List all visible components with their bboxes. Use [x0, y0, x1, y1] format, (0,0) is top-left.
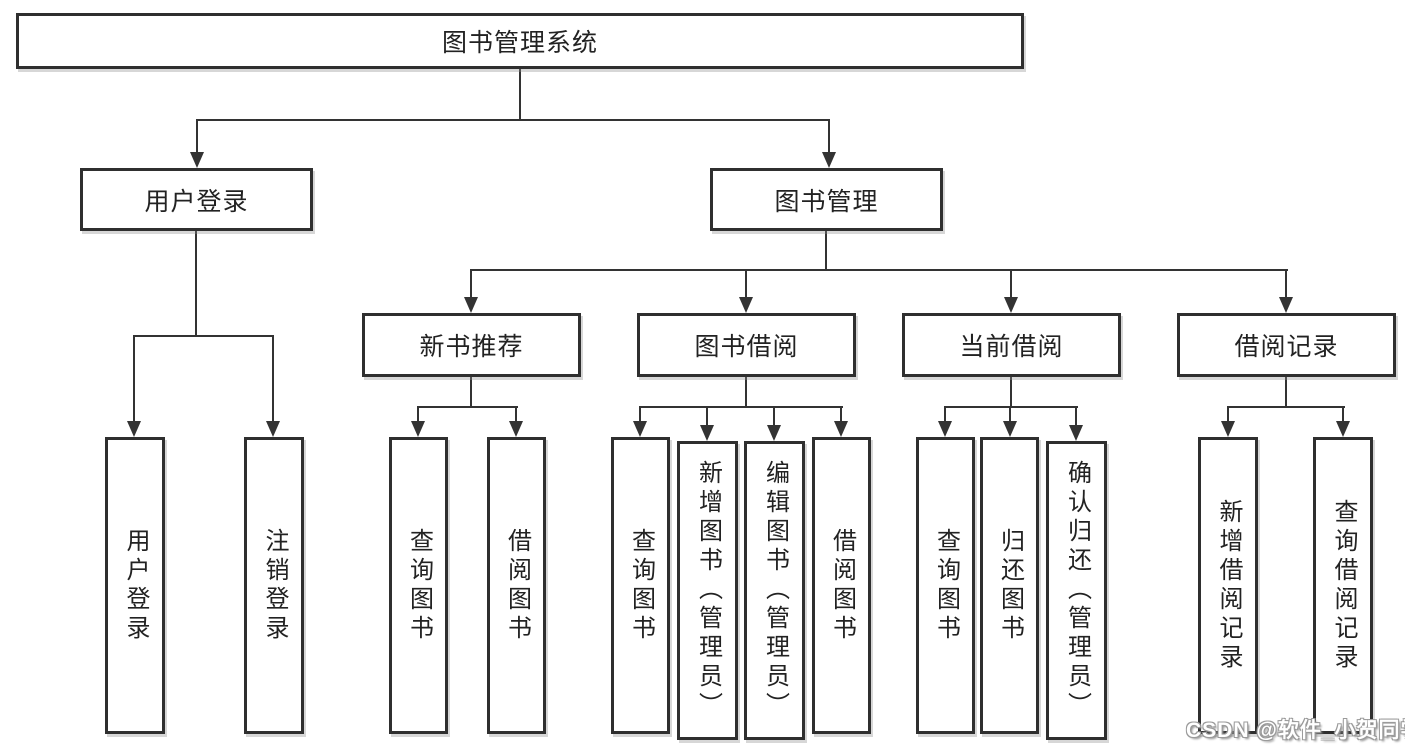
arrow-down-icon [834, 421, 848, 437]
arrow-down-icon [1336, 421, 1350, 437]
connector-cb-stem [1010, 377, 1012, 408]
arrow-down-icon [739, 297, 753, 313]
node-label: 图书管理系统 [441, 29, 598, 57]
connector-drop-book-borrow [745, 269, 747, 301]
node-label: 查询图书 [405, 527, 433, 644]
arrow-down-icon [1003, 421, 1017, 437]
leaf-rec-borrow-book: 借阅图书 [487, 437, 546, 734]
node-label: 查询图书 [627, 527, 655, 644]
arrow-down-icon [1221, 421, 1235, 437]
connector-drop-rec-borrow [515, 406, 517, 425]
arrow-down-icon [938, 421, 952, 437]
connector-userlogin-hline [133, 335, 274, 337]
node-label: 新增借阅记录 [1215, 498, 1242, 673]
arrow-down-icon [1069, 425, 1083, 441]
connector-userlogin-stem [195, 231, 197, 337]
node-label: 借阅图书 [828, 527, 856, 644]
connector-drop-logout [272, 335, 274, 425]
connector-drop-cb-confirm [1075, 406, 1077, 429]
connector-drop-bb-query [639, 406, 641, 425]
node-label: 查询借阅记录 [1330, 498, 1357, 673]
connector-bookmgmt-stem [825, 231, 827, 271]
node-label: 新书推荐 [419, 333, 524, 361]
node-label: 图书借阅 [694, 333, 799, 361]
node-current-borrow: 当前借阅 [902, 313, 1121, 377]
connector-br-hline [1227, 406, 1345, 408]
node-label: 注销登录 [261, 527, 288, 644]
leaf-cb-confirm-return-admin: 确认归还（管理员） [1046, 441, 1107, 740]
connector-drop-bb-add [706, 406, 708, 429]
connector-drop-user-login-group [196, 119, 198, 155]
connector-drop-borrow-record [1285, 269, 1287, 301]
node-book-borrow: 图书借阅 [637, 313, 856, 377]
node-label: 编辑图书（管理员） [761, 460, 789, 721]
connector-drop-user-login [133, 335, 135, 425]
leaf-cb-return-book: 归还图书 [980, 437, 1039, 734]
connector-drop-new-book-rec [470, 269, 472, 301]
leaf-br-add-record: 新增借阅记录 [1198, 437, 1258, 734]
arrow-down-icon [700, 425, 714, 441]
connector-drop-cb-query [944, 406, 946, 425]
node-label: 查询图书 [932, 527, 960, 644]
connector-drop-cb-return [1009, 406, 1011, 425]
node-label: 借阅图书 [503, 527, 531, 644]
leaf-rec-query-book: 查询图书 [389, 437, 448, 734]
arrow-down-icon [509, 421, 523, 437]
leaf-user-login: 用户登录 [105, 437, 165, 734]
node-label: 归还图书 [996, 527, 1024, 644]
connector-drop-book-mgmt [828, 119, 830, 155]
node-label: 用户登录 [144, 187, 249, 216]
connector-drop-rec-query [417, 406, 419, 425]
node-label: 用户登录 [122, 527, 149, 644]
leaf-cb-query-book: 查询图书 [916, 437, 975, 734]
arrow-down-icon [266, 421, 280, 437]
arrow-down-icon [633, 421, 647, 437]
connector-drop-br-add [1227, 406, 1229, 425]
node-library-system: 图书管理系统 [16, 13, 1024, 69]
connector-drop-bb-edit [773, 406, 775, 429]
leaf-bb-borrow-book: 借阅图书 [812, 437, 871, 734]
arrow-down-icon [127, 421, 141, 437]
csdn-watermark: CSDN @软件_小贺同学 [1186, 719, 1405, 742]
node-label: 确认归还（管理员） [1063, 460, 1091, 721]
connector-cb-hline [944, 406, 1078, 408]
connector-root-hline [196, 119, 830, 121]
connector-bb-hline [639, 406, 843, 408]
node-book-management: 图书管理 [710, 168, 943, 231]
connector-drop-bb-borrow [840, 406, 842, 425]
leaf-bb-add-book-admin: 新增图书（管理员） [677, 441, 738, 740]
node-label: 新增图书（管理员） [694, 460, 722, 721]
node-user-login-group: 用户登录 [80, 168, 313, 231]
connector-rec-stem [470, 377, 472, 408]
arrow-down-icon [767, 425, 781, 441]
connector-rec-hline [417, 406, 518, 408]
leaf-br-query-record: 查询借阅记录 [1313, 437, 1373, 734]
connector-br-stem [1285, 377, 1287, 408]
node-borrow-record: 借阅记录 [1177, 313, 1396, 377]
arrow-down-icon [411, 421, 425, 437]
arrow-down-icon [1004, 297, 1018, 313]
arrow-down-icon [464, 297, 478, 313]
connector-drop-current-borrow [1010, 269, 1012, 301]
leaf-bb-query-book: 查询图书 [611, 437, 670, 734]
connector-bb-stem [745, 377, 747, 408]
arrow-down-icon [822, 152, 836, 168]
connector-drop-br-query [1342, 406, 1344, 425]
connector-root-stem [519, 69, 521, 120]
node-label: 借阅记录 [1234, 333, 1339, 361]
node-label: 当前借阅 [959, 333, 1064, 361]
leaf-logout-login: 注销登录 [244, 437, 304, 734]
node-label: 图书管理 [774, 187, 879, 216]
connector-bookmgmt-hline [470, 269, 1288, 271]
arrow-down-icon [190, 152, 204, 168]
arrow-down-icon [1279, 297, 1293, 313]
node-new-book-recommend: 新书推荐 [362, 313, 581, 377]
leaf-bb-edit-book-admin: 编辑图书（管理员） [744, 441, 805, 740]
